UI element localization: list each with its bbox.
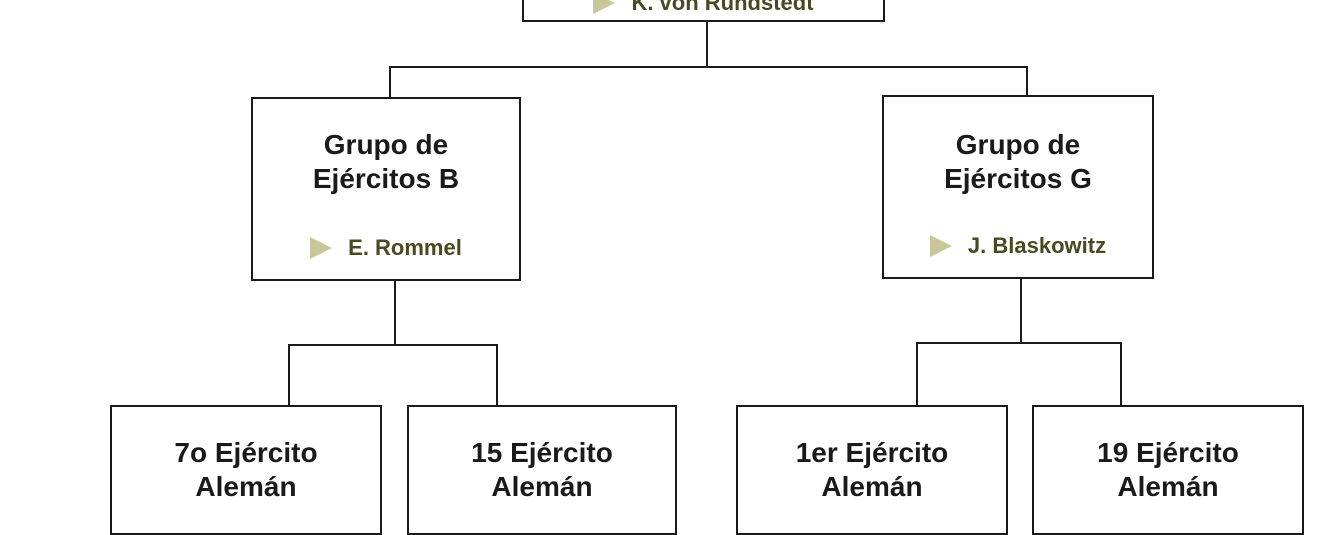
root-command-box: K. von Rundstedt [522,0,885,22]
org-chart: K. von Rundstedt Grupo de Ejércitos B E.… [110,0,1304,535]
group-g-commander: J. Blaskowitz [884,233,1152,259]
root-commander: K. von Rundstedt [524,0,883,16]
root-commander-label: K. von Rundstedt [631,0,814,15]
triangle-right-icon [929,235,952,257]
connector-to-group-b [389,66,391,98]
army-15-title: 15 Ejército Alemán [471,437,613,502]
group-g-title: Grupo de Ejércitos G [944,129,1092,194]
triangle-right-icon [310,237,333,259]
group-b-commander: E. Rommel [253,235,519,261]
connector-root-down [706,22,708,66]
army-19-box: 19 Ejército Alemán [1032,405,1304,535]
connector-to-army-15 [496,344,498,406]
connector-to-army-19 [1120,342,1122,406]
connector-group-b-down [394,280,396,344]
connector-top-horizontal [389,66,1028,68]
group-g-commander-label: J. Blaskowitz [967,233,1107,258]
triangle-right-icon [593,0,616,14]
group-b-commander-label: E. Rommel [348,235,462,260]
army-1-title: 1er Ejército Alemán [795,437,949,502]
group-g-box: Grupo de Ejércitos G J. Blaskowitz [882,95,1154,279]
connector-to-army-1 [916,342,918,406]
army-15-box: 15 Ejército Alemán [407,405,677,535]
connector-to-army-7 [288,344,290,406]
army-7-title: 7o Ejército Alemán [174,437,318,502]
connector-group-g-down [1020,278,1022,342]
connector-to-group-g [1026,66,1028,98]
group-b-title: Grupo de Ejércitos B [312,129,460,194]
army-7-box: 7o Ejército Alemán [110,405,382,535]
connector-group-b-horizontal [288,344,498,346]
army-19-title: 19 Ejército Alemán [1097,437,1239,502]
army-1-box: 1er Ejército Alemán [736,405,1008,535]
connector-group-g-horizontal [916,342,1122,344]
group-b-box: Grupo de Ejércitos B E. Rommel [251,97,521,281]
